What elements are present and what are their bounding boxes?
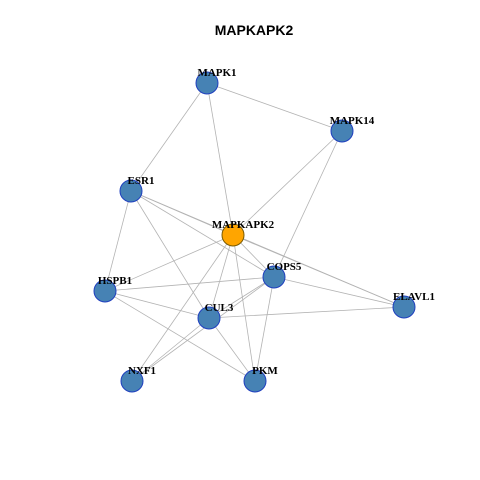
edge-cops5-cul3	[208, 276, 275, 319]
node-label-esr1: ESR1	[128, 175, 155, 187]
node-mapk1	[195, 71, 219, 95]
edge-esr1-cul3	[130, 190, 210, 319]
edge-mapkapk2-pkm	[232, 234, 256, 382]
edge-cops5-pkm	[254, 276, 275, 382]
node-nxf1	[120, 369, 144, 393]
edge-mapk14-mapkapk2	[232, 130, 343, 236]
edge-mapkapk2-hspb1	[104, 234, 234, 292]
edge-mapk1-mapkapk2	[206, 82, 234, 236]
node-label-elavl1: ELAVL1	[393, 291, 435, 303]
edge-cops5-nxf1	[131, 276, 275, 382]
edge-cops5-hspb1	[104, 276, 275, 292]
node-label-mapk14: MAPK14	[330, 115, 375, 127]
node-label-cops5: COPS5	[267, 261, 302, 273]
edge-esr1-cops5	[130, 190, 275, 278]
graph-title: MAPKAPK2	[215, 22, 294, 38]
node-cul3	[197, 306, 221, 330]
edge-layer	[104, 82, 405, 382]
edge-mapkapk2-nxf1	[131, 234, 234, 382]
edge-cul3-elavl1	[208, 306, 405, 319]
edge-esr1-hspb1	[104, 190, 132, 292]
node-label-nxf1: NXF1	[128, 365, 156, 377]
node-layer	[93, 71, 416, 393]
edge-mapk1-mapk14	[206, 82, 343, 132]
node-label-pkm: PKM	[252, 365, 278, 377]
node-mapk14	[330, 119, 354, 143]
node-label-mapk1: MAPK1	[197, 67, 236, 79]
node-cops5	[262, 265, 286, 289]
node-hspb1	[93, 279, 117, 303]
edge-cul3-pkm	[208, 317, 256, 382]
edge-mapkapk2-cul3	[208, 234, 234, 319]
node-mapkapk2	[221, 223, 245, 247]
label-layer: MAPK1MAPK14ESR1MAPKAPK2COPS5HSPB1ELAVL1C…	[98, 67, 435, 377]
edge-mapk1-esr1	[130, 82, 208, 192]
edge-hspb1-pkm	[104, 290, 256, 382]
edge-hspb1-cul3	[104, 290, 210, 319]
edge-mapk14-cops5	[273, 130, 343, 278]
node-elavl1	[392, 295, 416, 319]
edge-cops5-elavl1	[273, 276, 405, 308]
edge-cul3-nxf1	[131, 317, 210, 382]
node-pkm	[243, 369, 267, 393]
node-label-cul3: CUL3	[205, 302, 234, 314]
node-label-hspb1: HSPB1	[98, 275, 132, 287]
node-esr1	[119, 179, 143, 203]
edge-mapkapk2-elavl1	[232, 234, 405, 308]
node-label-mapkapk2: MAPKAPK2	[212, 219, 275, 231]
